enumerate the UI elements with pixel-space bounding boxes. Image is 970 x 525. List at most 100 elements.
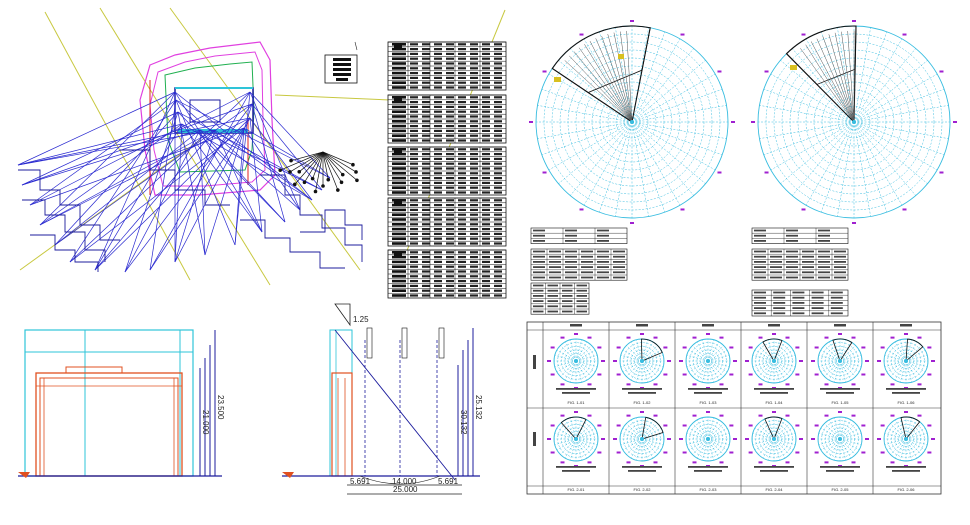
bearing-mark: [758, 336, 763, 339]
bearing-mark: [880, 346, 885, 349]
table-cell-mark: [830, 307, 843, 309]
bearing-mark: [680, 208, 685, 211]
table-cell-mark: [494, 148, 502, 151]
polar-spoke: [905, 438, 912, 461]
polar-center: [630, 120, 634, 124]
table-cell-mark: [470, 110, 478, 113]
table-cell-mark: [422, 294, 430, 297]
polar-spoke: [641, 360, 664, 367]
table-cell-mark: [392, 242, 406, 245]
table-cell-mark: [392, 279, 406, 283]
table-cell-mark: [470, 191, 478, 194]
table-cell-mark: [446, 57, 454, 60]
table-cell-mark: [422, 181, 430, 184]
table-cell-mark: [422, 81, 430, 84]
table-cell-mark: [792, 307, 805, 309]
polar-spoke: [818, 433, 841, 440]
table-cell-mark: [494, 242, 502, 245]
grid-tag: [438, 327, 445, 359]
polar-spoke: [686, 438, 709, 445]
sun-diagram-cell: FIG. 2-03: [679, 411, 737, 492]
table-cell-mark: [458, 260, 466, 263]
polar-spoke: [575, 438, 588, 459]
table-cell-mark: [434, 81, 442, 84]
table-cell-mark: [410, 167, 418, 170]
table-cell-mark: [470, 57, 478, 60]
table-cell-mark: [482, 139, 490, 142]
table-cell-mark: [597, 255, 609, 258]
table-cell-mark: [581, 271, 593, 274]
burst-ray: [299, 151, 324, 173]
table-cell-mark: [422, 186, 430, 189]
sun-ray: [177, 111, 286, 223]
polar-spoke: [905, 360, 926, 373]
bearing-mark: [579, 208, 584, 211]
marker-yellow: [790, 65, 797, 70]
sun-diagram-cell: FIG. 2-06: [877, 411, 935, 492]
table-cell-mark: [422, 199, 430, 202]
table-cell-mark: [565, 255, 577, 258]
table-icon: [394, 200, 402, 206]
table-cell-mark: [754, 307, 766, 309]
polar-spoke: [890, 423, 907, 440]
bearing-mark: [616, 451, 621, 454]
bearing-mark: [560, 461, 565, 464]
bearing-mark: [692, 383, 697, 386]
table-cell-mark: [562, 300, 573, 302]
polar-spoke: [773, 360, 780, 383]
table-cell-mark: [818, 229, 830, 232]
caption-mark: [820, 388, 860, 390]
polar-spoke: [773, 438, 794, 451]
guide-line: [44, 11, 191, 281]
table-cell-mark: [754, 250, 766, 253]
table-cell-mark: [458, 242, 466, 245]
table-cell-mark: [792, 291, 805, 294]
bearing-mark: [785, 461, 790, 464]
table-cell-mark: [434, 177, 442, 180]
table-cell-mark: [410, 162, 418, 165]
polar-spoke: [894, 360, 907, 381]
table-cell-mark: [422, 232, 430, 235]
table-cell-mark: [494, 260, 502, 263]
table-cell-mark: [422, 134, 430, 137]
table-cell-mark: [770, 250, 782, 253]
polar-center: [706, 437, 710, 441]
polar-spoke: [839, 438, 856, 455]
bearing-mark: [758, 383, 763, 386]
table-cell-mark: [786, 276, 798, 279]
table-cell-mark: [410, 228, 418, 231]
table-cell-mark: [434, 96, 442, 99]
polar-spoke: [556, 427, 577, 440]
sun-ray: [175, 99, 236, 246]
table-cell-mark: [422, 157, 430, 160]
polar-spoke: [641, 339, 648, 362]
polar-spoke: [820, 427, 841, 440]
sun-ray: [181, 123, 263, 233]
table-cell-mark: [422, 284, 430, 287]
polar-spoke: [820, 438, 841, 451]
bearing-mark: [904, 333, 908, 335]
polar-spoke: [839, 419, 852, 440]
bearing-mark: [772, 333, 776, 335]
table-cell-mark: [422, 270, 430, 273]
table-cell-mark: [446, 270, 454, 273]
bearing-mark: [927, 346, 932, 349]
table-cell-mark: [494, 162, 502, 165]
table-cell-mark: [470, 275, 478, 278]
sun-ray: [613, 32, 633, 123]
table-cell-mark: [482, 43, 490, 46]
table-cell-mark: [494, 294, 502, 297]
table-cell-mark: [392, 120, 406, 123]
column-header-mark: [636, 324, 648, 327]
table-cell-mark: [830, 296, 843, 299]
polar-spoke: [758, 423, 775, 440]
polar-spoke: [853, 121, 945, 156]
table-cell-mark: [458, 120, 466, 123]
polar-spoke: [839, 360, 860, 373]
obstruction-wedge: [551, 25, 651, 123]
table-cell-mark: [446, 204, 454, 207]
table-cell-mark: [494, 72, 502, 75]
polar-spoke: [773, 360, 794, 373]
polar-spoke: [853, 121, 916, 196]
